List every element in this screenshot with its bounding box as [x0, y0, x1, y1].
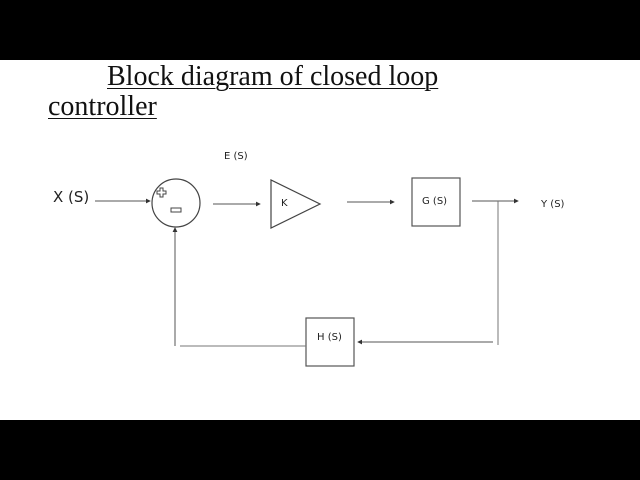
block-diagram: [95, 177, 519, 367]
gain-block-k: [270, 179, 322, 229]
slide-title-line1: Block diagram of closed loop: [107, 61, 439, 92]
slide-title-line2: controller: [48, 91, 157, 122]
summing-junction: [151, 178, 201, 228]
minus-sign-icon: [170, 207, 182, 213]
slide-canvas: Block diagram of closed loop controller: [0, 60, 640, 420]
output-label: Y (S): [541, 199, 565, 210]
plus-sign-icon: [156, 187, 167, 198]
gain-label: K: [281, 198, 288, 209]
error-label: E (S): [224, 151, 248, 162]
plant-label: G (S): [422, 196, 448, 207]
plant-block-g: [411, 177, 461, 227]
feedback-block-h: [305, 317, 355, 367]
input-label: X (S): [53, 188, 90, 206]
feedback-label: H (S): [317, 332, 342, 343]
